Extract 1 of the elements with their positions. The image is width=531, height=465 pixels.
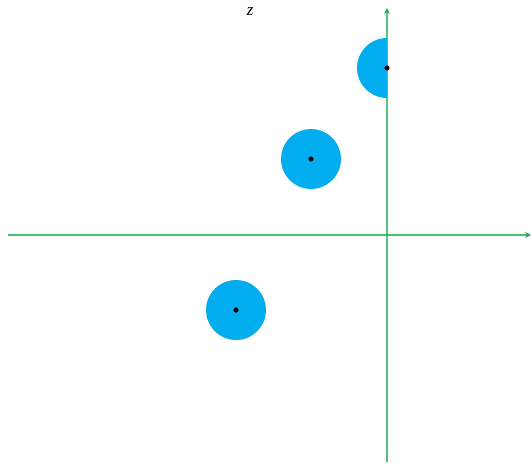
axis-label: z bbox=[246, 7, 254, 15]
